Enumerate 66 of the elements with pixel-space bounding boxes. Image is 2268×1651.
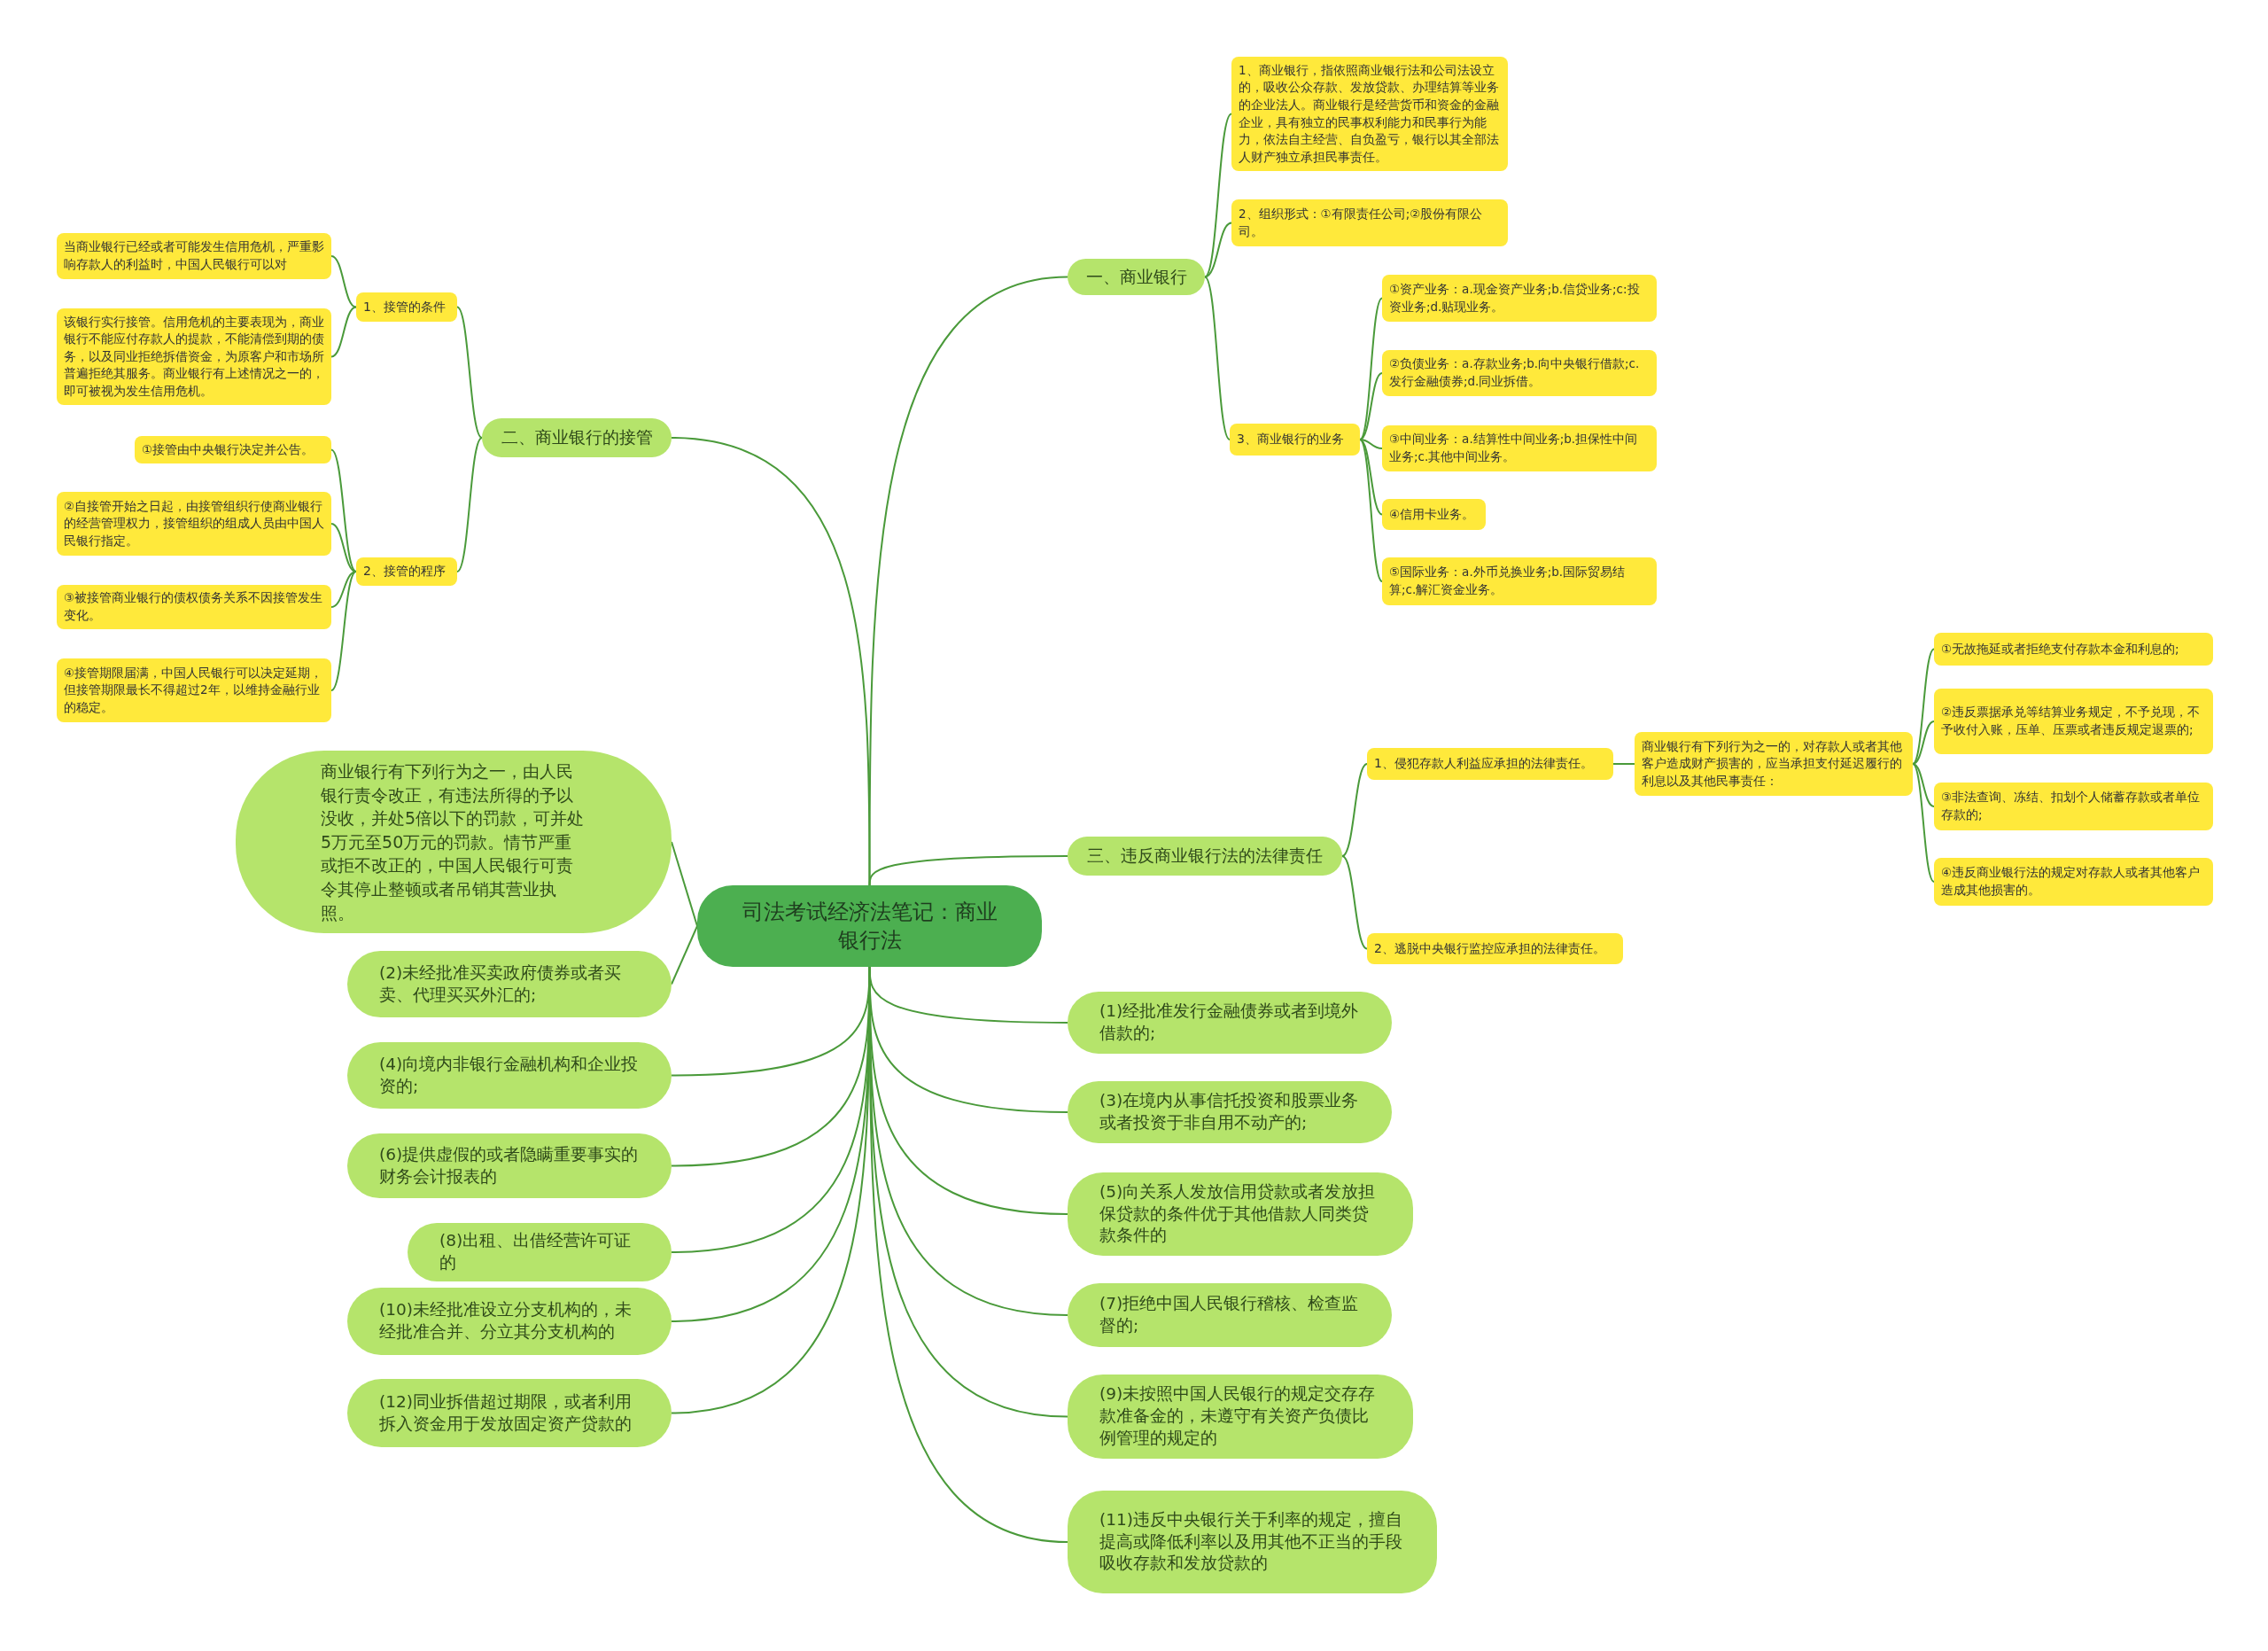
topic-pill: 商业银行有下列行为之一，由人民银行责令改正，有违法所得的予以没收，并处5倍以下的罚款，可并处5万元至50万元的罚款。情节严重或拒不改正的，中国人民银行可责令其停止整顿或者吊销其营业执照。 — [236, 751, 672, 934]
topic-pill: (8)出租、出借经营许可证的 — [408, 1223, 672, 1281]
topic-pill: (1)经批准发行金融债券或者到境外借款的; — [1068, 992, 1392, 1054]
subtopic-box: 3、商业银行的业务 — [1230, 424, 1360, 456]
connector-line — [868, 855, 1068, 886]
topic-pill: (11)违反中央银行关于利率的规定，擅自提高或降低利率以及用其他不正当的手段吸收存款和发放贷款的 — [1068, 1491, 1437, 1593]
connector-line — [330, 448, 357, 572]
topic-pill: (5)向关系人发放信用贷款或者发放担保贷款的条件优于其他借款人同类贷款条件的 — [1068, 1172, 1413, 1256]
connector-line — [1912, 763, 1935, 807]
note-box: 1、商业银行，指依照商业银行法和公司法设立的，吸收公众存款、发放贷款、办理结算等业务的企业法人。商业银行是经营货币和资金的金融企业，具有独立的民事权利能力和民事行为能力，依法自主经营、自负盈亏，银行以其全部法人财产独立承担民事责任。 — [1231, 57, 1508, 171]
branch-topic: 三、违反商业银行法的法律责任 — [1068, 837, 1342, 876]
topic-pill: (7)拒绝中国人民银行稽核、检查监督的; — [1068, 1283, 1392, 1347]
connector-line — [1359, 372, 1383, 440]
note-box: ①接管由中央银行决定并公告。 — [135, 436, 331, 463]
connector-line — [1359, 439, 1383, 582]
note-box: 商业银行有下列行为之一的，对存款人或者其他客户造成财产损害的，应当承担支付延迟履行的利息以及其他民事责任： — [1635, 732, 1913, 796]
connector-line — [671, 841, 698, 927]
topic-pill: (10)未经批准设立分支机构的，未经批准合并、分立其分支机构的 — [347, 1288, 672, 1355]
connector-line — [1341, 855, 1368, 950]
connector-line — [1359, 439, 1383, 449]
note-box: ④接管期限届满，中国人民银行可以决定延期，但接管期限最长不得超过2年，以维持金融行业的稳定。 — [57, 658, 331, 722]
connector-line — [1204, 276, 1231, 440]
connector-line — [1912, 648, 1935, 765]
subtopic-box: 1、接管的条件 — [356, 292, 457, 322]
note-box: ②负债业务：a.存款业务;b.向中央银行借款;c.发行金融债券;d.同业拆借。 — [1382, 350, 1657, 396]
connector-line — [330, 571, 357, 691]
topic-pill: (3)在境内从事信托投资和股票业务或者投资于非自用不动产的; — [1068, 1081, 1392, 1143]
topic-pill: (9)未按照中国人民银行的规定交存存款准备金的，未遵守有关资产负债比例管理的规定的 — [1068, 1375, 1413, 1459]
connector-line — [330, 255, 357, 308]
connector-line — [330, 306, 357, 358]
note-box: ⑤国际业务：a.外币兑换业务;b.国际贸易结算;c.解汇资金业务。 — [1382, 557, 1657, 605]
subtopic-box: 2、接管的程序 — [356, 557, 457, 586]
note-box: ②自接管开始之日起，由接管组织行使商业银行的经营管理权力，接管组织的组成人员由中国人民银行指定。 — [57, 492, 331, 556]
topic-pill: (2)未经批准买卖政府债券或者买卖、代理买买外汇的; — [347, 951, 672, 1017]
topic-pill: (12)同业拆借超过期限，或者利用拆入资金用于发放固定资产贷款的 — [347, 1379, 672, 1447]
connector-line — [1204, 222, 1232, 278]
note-box: ③中间业务：a.结算性中间业务;b.担保性中间业务;c.其他中间业务。 — [1382, 425, 1657, 471]
subtopic-box: 1、侵犯存款人利益应承担的法律责任。 — [1367, 748, 1613, 780]
connector-line — [1912, 720, 1935, 765]
connector-line — [671, 925, 698, 985]
note-box: 2、组织形式：①有限责任公司;②股份有限公司。 — [1231, 199, 1508, 246]
note-box: ①无故拖延或者拒绝支付存款本金和利息的; — [1934, 633, 2213, 666]
topic-pill: (6)提供虚假的或者隐瞒重要事实的财务会计报表的 — [347, 1133, 672, 1198]
central-topic: 司法考试经济法笔记：商业银行法 — [697, 885, 1042, 967]
connector-line — [330, 523, 357, 572]
connector-line — [456, 306, 483, 439]
branch-topic: 一、商业银行 — [1068, 259, 1205, 295]
connector-line — [456, 437, 483, 572]
connector-line — [1341, 763, 1368, 857]
note-box: ②违反票据承兑等结算业务规定，不予兑现，不予收付入账，压单、压票或者违反规定退票的; — [1934, 689, 2213, 754]
note-box: ③被接管商业银行的债权债务关系不因接管发生变化。 — [57, 585, 331, 629]
note-box: ①资产业务：a.现金资产业务;b.信贷业务;c:投资业务;d.贴现业务。 — [1382, 275, 1657, 322]
connector-line — [330, 571, 357, 608]
note-box: ③非法查询、冻结、扣划个人储蓄存款或者单位存款的; — [1934, 783, 2213, 830]
note-box: 当商业银行已经或者可能发生信用危机，严重影响存款人的利益时，中国人民银行可以对 — [57, 233, 331, 279]
connector-line — [671, 437, 871, 886]
topic-pill: (4)向境内非银行金融机构和企业投资的; — [347, 1042, 672, 1109]
note-box: 该银行实行接管。信用危机的主要表现为，商业银行不能应付存款人的提款，不能清偿到期的债务，以及同业拒绝拆借资金，为原客户和市场所普遍拒绝其服务。商业银行有上述情况之一的，即可被视为发生信用危机。 — [57, 308, 331, 405]
note-box: ④违反商业银行法的规定对存款人或者其他客户造成其他损害的。 — [1934, 858, 2213, 906]
note-box: ④信用卡业务。 — [1382, 499, 1486, 530]
connector-line — [1612, 763, 1635, 765]
connector-line — [1204, 113, 1232, 278]
connector-line — [1912, 763, 1935, 883]
branch-topic: 二、商业银行的接管 — [482, 418, 672, 457]
connector-line — [1359, 439, 1383, 516]
subtopic-box: 2、逃脱中央银行监控应承担的法律责任。 — [1367, 933, 1623, 964]
